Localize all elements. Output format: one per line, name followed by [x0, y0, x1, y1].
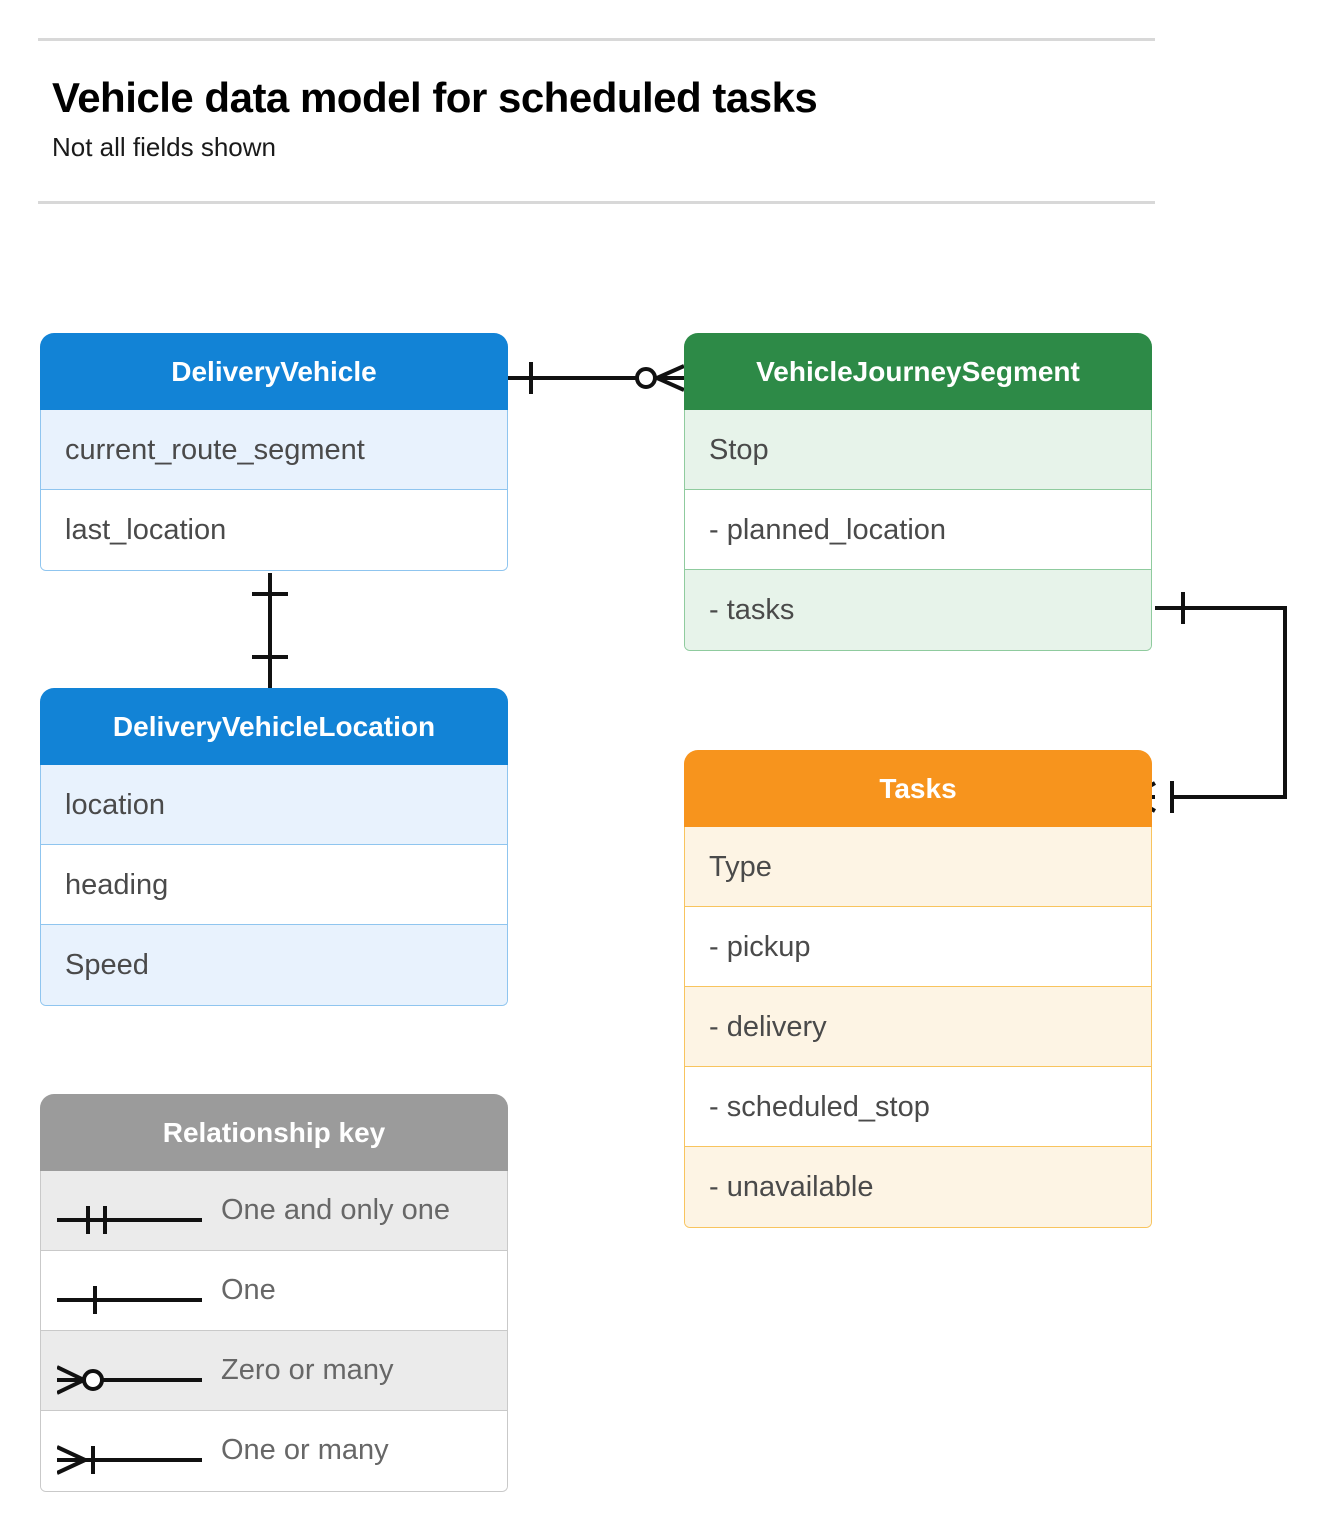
entity-fields-delivery-vehicle: current_route_segment last_location: [40, 410, 508, 571]
field-row[interactable]: current_route_segment: [41, 410, 507, 490]
relationship-key-legend: Relationship key One and only one: [40, 1094, 508, 1492]
field-row[interactable]: last_location: [41, 490, 507, 570]
legend-label: One and only one: [221, 1194, 450, 1226]
entity-delivery-vehicle[interactable]: DeliveryVehicle current_route_segment la…: [40, 333, 508, 571]
field-row[interactable]: - tasks: [685, 570, 1151, 650]
legend-item-zero-or-many: Zero or many: [41, 1331, 507, 1411]
page-title: Vehicle data model for scheduled tasks: [52, 74, 818, 121]
crowfoot-lower: [656, 376, 685, 392]
one-icon: [57, 1271, 207, 1314]
legend-label: One or many: [221, 1434, 389, 1466]
legend-rows: One and only one One: [40, 1171, 508, 1492]
entity-vehicle-journey-segment[interactable]: VehicleJourneySegment Stop - planned_loc…: [684, 333, 1152, 651]
crowfoot-upper: [656, 364, 685, 380]
entity-tasks[interactable]: Tasks Type - pickup - delivery - schedul…: [684, 750, 1152, 1228]
field-row[interactable]: Speed: [41, 925, 507, 1005]
entity-title-delivery-vehicle-location: DeliveryVehicleLocation: [40, 688, 508, 765]
field-row[interactable]: - unavailable: [685, 1147, 1151, 1227]
field-row[interactable]: - planned_location: [685, 490, 1151, 570]
legend-title: Relationship key: [40, 1094, 508, 1171]
entity-title-tasks: Tasks: [684, 750, 1152, 827]
entity-fields-delivery-vehicle-location: location heading Speed: [40, 765, 508, 1006]
cardinality-zero-circle: [635, 367, 657, 389]
entity-title-vehicle-journey-segment: VehicleJourneySegment: [684, 333, 1152, 410]
field-row[interactable]: heading: [41, 845, 507, 925]
zero-or-many-icon: [56, 1351, 207, 1395]
entity-fields-tasks: Type - pickup - delivery - scheduled_sto…: [684, 827, 1152, 1228]
field-row[interactable]: Type: [685, 827, 1151, 907]
field-row[interactable]: Stop: [685, 410, 1151, 490]
entity-title-delivery-vehicle: DeliveryVehicle: [40, 333, 508, 410]
field-row[interactable]: - pickup: [685, 907, 1151, 987]
field-row[interactable]: - scheduled_stop: [685, 1067, 1151, 1147]
legend-item-one-and-only-one: One and only one: [41, 1171, 507, 1251]
entity-fields-vehicle-journey-segment: Stop - planned_location - tasks: [684, 410, 1152, 651]
legend-item-one-or-many: One or many: [41, 1411, 507, 1491]
legend-item-one: One: [41, 1251, 507, 1331]
field-row[interactable]: location: [41, 765, 507, 845]
page-subtitle: Not all fields shown: [52, 132, 276, 162]
entity-delivery-vehicle-location[interactable]: DeliveryVehicleLocation location heading…: [40, 688, 508, 1006]
legend-label: Zero or many: [221, 1354, 394, 1386]
connector-line-tasks: [1155, 606, 1287, 799]
header-divider-bottom: [38, 201, 1155, 204]
one-and-only-one-icon: [57, 1191, 207, 1234]
legend-label: One: [221, 1274, 276, 1306]
one-or-many-icon: [56, 1431, 207, 1475]
header-divider-top: [38, 38, 1155, 41]
field-row[interactable]: - delivery: [685, 987, 1151, 1067]
